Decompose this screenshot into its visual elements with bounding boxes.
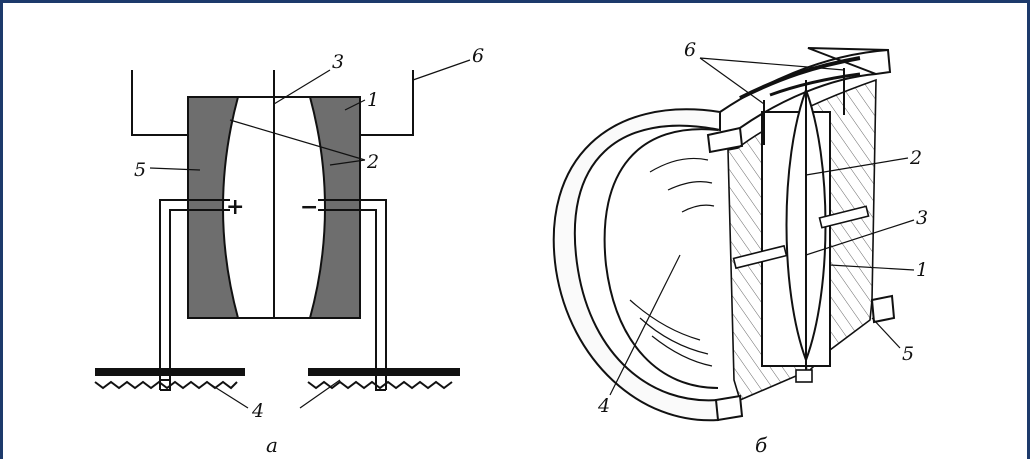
lead-right xyxy=(318,199,387,391)
top-band-stroke-2 xyxy=(769,72,861,97)
surface-stroke-5 xyxy=(639,317,709,355)
ground-right-zigzag xyxy=(307,380,453,390)
label-a-3: 3 xyxy=(332,51,344,73)
leader-b-3 xyxy=(805,219,915,256)
lead-left xyxy=(159,199,230,391)
leader-b-5 xyxy=(871,317,901,349)
leader-a-2 xyxy=(229,119,366,166)
leader-b-6 xyxy=(699,57,845,105)
label-a-5: 5 xyxy=(134,159,146,181)
bar-right xyxy=(818,205,870,229)
surface-stroke-4 xyxy=(629,299,701,341)
label-a-6: 6 xyxy=(472,45,484,67)
ground-left-zigzag xyxy=(94,380,238,390)
surface-stroke-6 xyxy=(651,335,713,367)
leader-a-3 xyxy=(273,69,331,105)
leader-b-2 xyxy=(805,157,909,176)
surface-stroke-3 xyxy=(681,204,715,213)
label-a-1: 1 xyxy=(367,89,379,111)
ground-right-bar xyxy=(308,368,460,376)
diagram-a: 6 3 1 2 5 4 + − а xyxy=(94,45,484,457)
right-cap xyxy=(870,294,896,324)
label-b-6: 6 xyxy=(684,39,696,61)
label-b-4: 4 xyxy=(597,395,610,417)
label-b-3: 3 xyxy=(916,207,928,229)
leader-b-4 xyxy=(609,254,681,396)
surface-stroke-2 xyxy=(667,181,713,191)
label-b-1: 1 xyxy=(916,259,928,281)
bottom-terminal xyxy=(795,369,813,383)
top-band-stroke-1 xyxy=(739,56,861,100)
leader-a-6 xyxy=(412,59,471,81)
caption-b: б xyxy=(755,433,768,457)
tank-walls xyxy=(131,70,414,136)
label-a-2: 2 xyxy=(366,151,379,173)
sign-plus: + xyxy=(226,194,244,220)
outer-shell xyxy=(552,108,721,422)
leader-a-5 xyxy=(149,167,201,171)
label-b-2: 2 xyxy=(909,147,922,169)
leader-a-4 xyxy=(209,379,341,409)
leader-a-1 xyxy=(344,99,366,111)
leader-b-1 xyxy=(829,264,915,271)
bar-left xyxy=(732,244,788,270)
caption-a: а xyxy=(266,433,278,457)
label-b-5: 5 xyxy=(902,343,914,365)
sign-minus: − xyxy=(300,194,318,220)
surface-stroke-1 xyxy=(649,157,709,173)
diagram-b: 6 2 3 1 5 4 б xyxy=(552,39,928,457)
label-a-4: 4 xyxy=(251,400,264,422)
inner-arc-1 xyxy=(603,128,719,389)
bottom-cap xyxy=(714,394,744,422)
ground-left-bar xyxy=(95,368,245,376)
